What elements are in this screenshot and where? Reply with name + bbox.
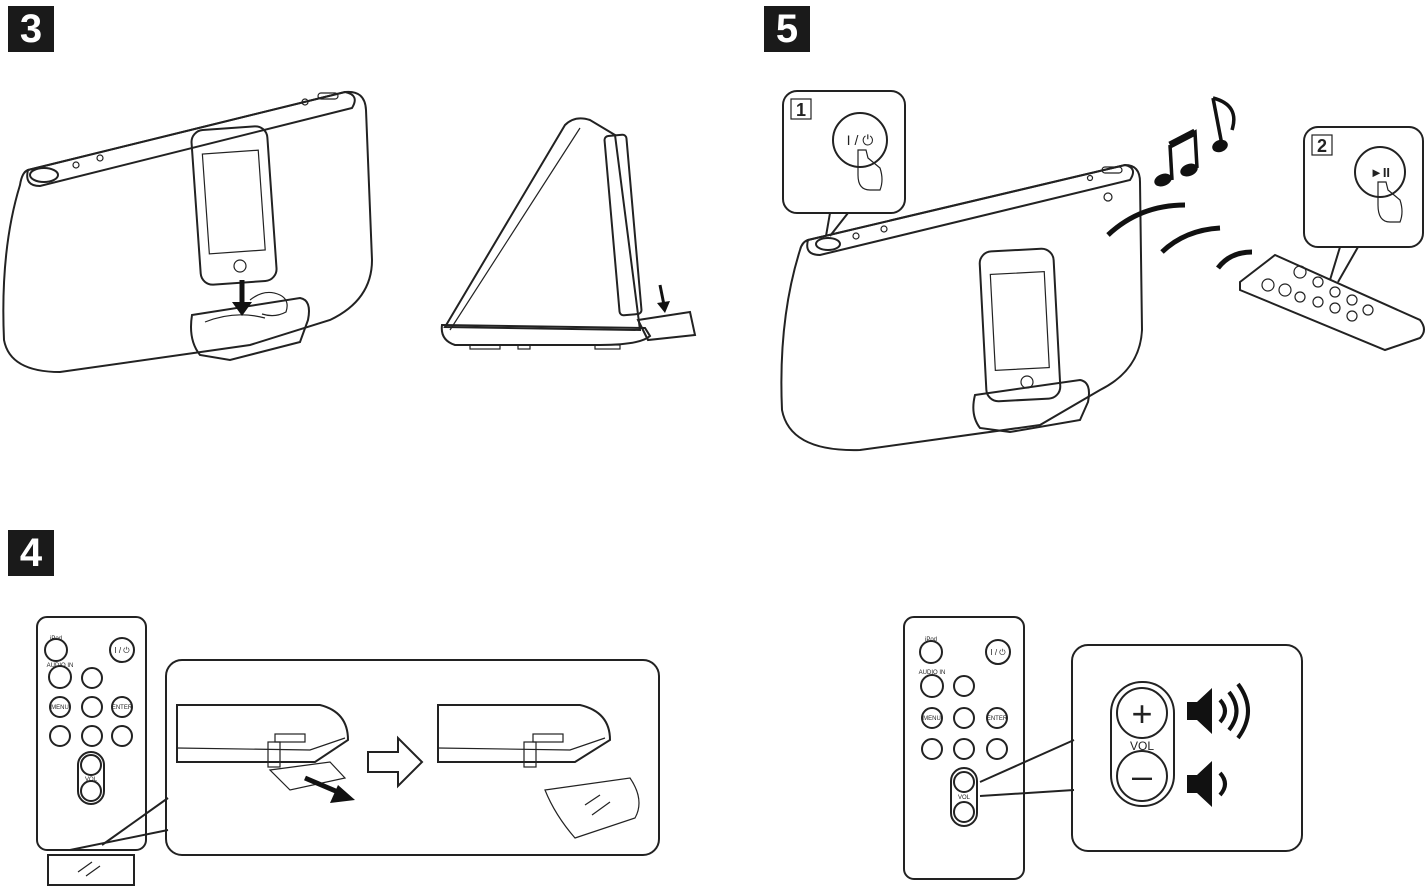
speaker-front-step3: [2, 90, 374, 374]
remote4-enter-label: ENTER: [112, 705, 133, 711]
remote4-power-label: I / ⏻: [114, 646, 130, 655]
remote4-vol-label: VOL: [85, 777, 98, 783]
callout-play-step5: [1303, 126, 1424, 283]
remote-angled-step5: [1239, 253, 1425, 352]
callout-2-number: 2: [1317, 136, 1327, 156]
remote4-ipod-label: iPod: [50, 636, 62, 642]
speaker-front-step5: [780, 163, 1144, 452]
volume-panel: [1071, 644, 1303, 852]
callout-power-step5: [782, 90, 906, 237]
callout-play-label: ►II: [1370, 165, 1390, 180]
battery-tab-panel: [165, 659, 660, 856]
remote5-audioin-label: AUDIO IN: [919, 670, 946, 676]
speaker-side-step3: [440, 117, 697, 350]
remote5-menu-label: MENU: [923, 716, 941, 722]
remote5-power-label: I / ⏻: [990, 648, 1006, 657]
remote5-enter-label: ENTER: [987, 716, 1008, 722]
step-3-badge: 3: [8, 6, 54, 52]
remote-vol-step5: [903, 616, 1025, 880]
remote5-vol-label: VOL: [958, 795, 971, 801]
remote5-ipod-label: iPod: [925, 637, 937, 643]
callout-power-label: I / ⏻: [847, 132, 874, 148]
step-5-badge: 5: [764, 6, 810, 52]
sound-waves: [1106, 202, 1253, 270]
volume-down-icon: [1187, 761, 1212, 807]
volume-minus-symbol: –: [1132, 755, 1152, 796]
remote4-audioin-label: AUDIO IN: [47, 663, 74, 669]
callout-1-number: 1: [796, 100, 806, 120]
remote4-menu-label: MENU: [51, 705, 69, 711]
volume-label: VOL: [1130, 739, 1154, 753]
music-note-icon: [1154, 96, 1236, 187]
volume-up-icon: [1187, 688, 1212, 734]
remote-step4: [36, 616, 147, 886]
step-4-badge: 4: [8, 530, 54, 576]
volume-plus-symbol: +: [1131, 693, 1152, 734]
